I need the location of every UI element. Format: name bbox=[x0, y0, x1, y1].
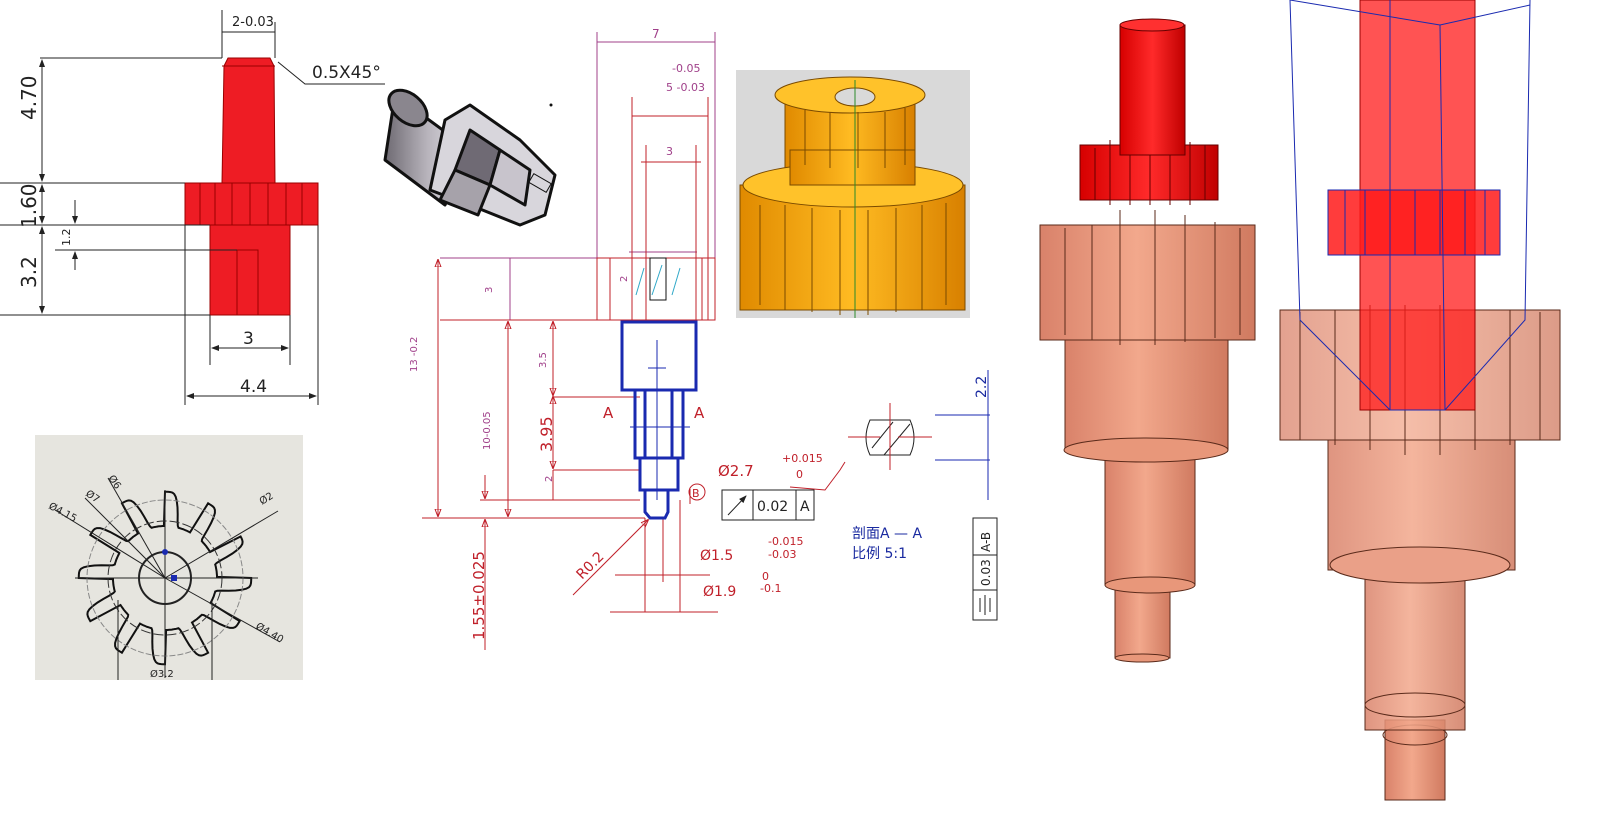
top-width-dim: 2-0.03 bbox=[232, 15, 274, 30]
width-5-dim: 5 -0.03 bbox=[666, 81, 705, 94]
upper-length-dim: 4.70 bbox=[17, 75, 41, 120]
inner-width-dim: 3 bbox=[243, 329, 254, 349]
dia-1-5-lower-tol: -0.03 bbox=[768, 548, 796, 561]
symmetry-datum: A-B bbox=[979, 532, 993, 552]
shaft-dimension-lines bbox=[0, 10, 385, 405]
gold-gear-render bbox=[736, 70, 970, 318]
datum-b-label: B bbox=[692, 487, 700, 500]
length-3-95-dim: 3.95 bbox=[537, 416, 556, 452]
isometric-gear-render bbox=[383, 88, 557, 227]
gear-length-dim: 1.60 bbox=[17, 183, 41, 228]
length-3-5-dim: 3.5 bbox=[538, 352, 549, 368]
chamfer-dim: 0.5X45° bbox=[312, 63, 381, 83]
runout-value: 0.02 bbox=[757, 499, 788, 515]
section-a-right: A bbox=[694, 404, 705, 422]
dia-3-2-label: Ø3.2 bbox=[150, 668, 174, 680]
tip-length-dim: 1.55±0.025 bbox=[470, 551, 488, 640]
runout-datum: A bbox=[800, 499, 810, 515]
dia-1-9-dim: Ø1.9 bbox=[703, 584, 736, 600]
shaft-drawing: 2-0.03 0.5X45° 4.70 1.60 1.2 3.2 3 4.4 bbox=[0, 10, 385, 405]
section-a-a-view: 2.2 剖面A — A 比例 5:1 bbox=[848, 370, 990, 562]
center-marker-icon bbox=[162, 549, 168, 555]
dia-1-5-upper-tol: -0.015 bbox=[768, 535, 803, 548]
flat-width-dim: 2.2 bbox=[974, 376, 990, 398]
length-10-dim: 10-0.05 bbox=[482, 411, 493, 450]
length-2-dim: 2 bbox=[544, 476, 555, 482]
section-title: 剖面A — A bbox=[852, 526, 922, 542]
runout-control-frame: 0.02 A bbox=[721, 489, 815, 521]
runout-arrow-icon bbox=[727, 495, 747, 516]
overall-width-dim: 4.4 bbox=[240, 377, 267, 397]
small-step-dim: 1.2 bbox=[60, 229, 73, 247]
center-marker-icon bbox=[171, 575, 177, 581]
dia-2-7-dim: Ø2.7 bbox=[718, 462, 754, 480]
section-scale: 比例 5:1 bbox=[852, 546, 907, 562]
symmetry-value: 0.03 bbox=[979, 559, 993, 586]
width-5-upper-tol: -0.05 bbox=[672, 62, 700, 75]
slot-2-dim: 2 bbox=[619, 276, 630, 282]
part-outline bbox=[620, 320, 698, 520]
datum-b-circle bbox=[688, 483, 706, 501]
transparent-assembly-render bbox=[1279, 0, 1561, 801]
symmetry-control-frame: 0.03 A-B bbox=[972, 517, 998, 621]
width-3-dim: 3 bbox=[666, 145, 673, 158]
dia-1-5-dim: Ø1.5 bbox=[700, 548, 733, 564]
bounding-box-wireframe bbox=[1289, 0, 1531, 411]
overall-length-dim: 13 -0.2 bbox=[409, 337, 420, 372]
width-7-dim: 7 bbox=[652, 27, 660, 41]
dia-1-9-lower-tol: -0.1 bbox=[760, 582, 781, 595]
shaft-body bbox=[184, 57, 319, 316]
solid-assembly-render bbox=[1039, 18, 1256, 663]
lower-length-dim: 3.2 bbox=[17, 256, 41, 288]
dia-1-9-upper-tol: 0 bbox=[762, 570, 769, 583]
height-3-dim: 3 bbox=[484, 287, 495, 293]
gear-profile-view: Ø6 Ø7 Ø4.15 Ø2 Ø4.40 Ø3.2 bbox=[35, 435, 303, 680]
dia-2-7-upper-tol: +0.015 bbox=[782, 452, 823, 465]
section-a-left: A bbox=[603, 404, 614, 422]
dia-2-7-lower-tol: 0 bbox=[796, 468, 803, 481]
symmetry-icon bbox=[979, 595, 991, 615]
